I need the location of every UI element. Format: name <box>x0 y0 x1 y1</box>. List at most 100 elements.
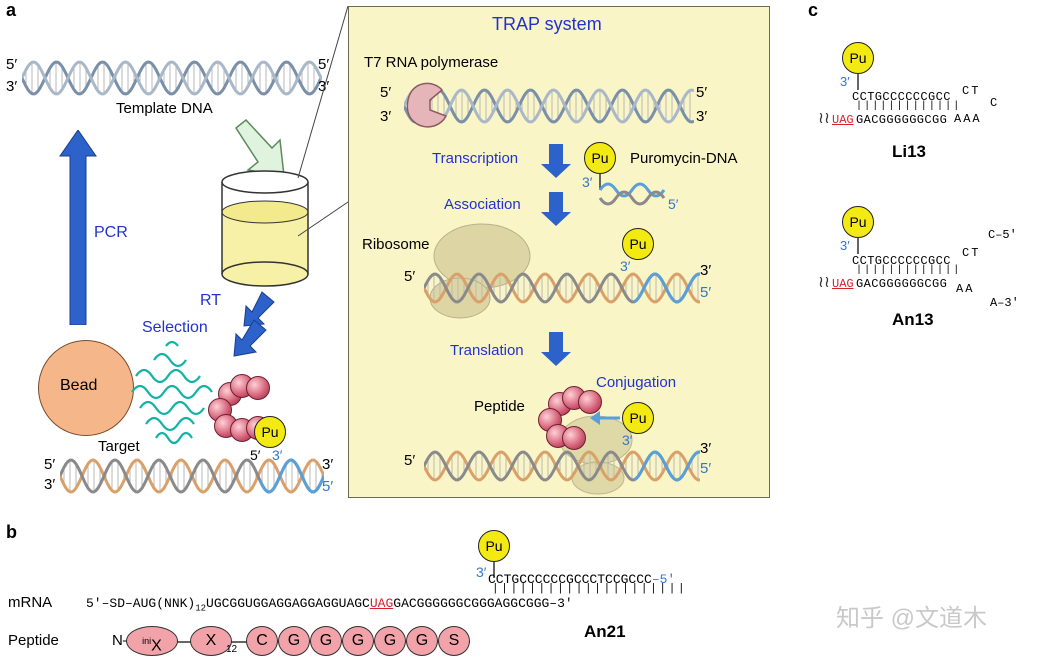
bead <box>38 340 134 436</box>
residue-x: X <box>190 626 232 656</box>
an21-name: An21 <box>584 622 626 641</box>
an21-3-prime: 3′ <box>476 564 487 580</box>
li13-bottom-seq: GACGGGGGGCGG <box>856 113 948 127</box>
mrna-mid: UGCGGUGGAGGAGGAGGUAGC <box>206 596 370 611</box>
li13-stem <box>857 74 859 90</box>
mrna-sequence: 5′–SD–AUG(NNK)12UGCGGUGGAGGAGGAGGUAGCUAG… <box>86 596 573 614</box>
residue-x-initial: iniX <box>126 626 178 656</box>
translation-label: Translation <box>450 342 524 359</box>
target-protein <box>131 340 213 445</box>
dna3-left-5: 5′ <box>404 452 416 469</box>
an13-bars: ||||||||||||| <box>856 265 962 276</box>
residue-g: G <box>374 626 406 656</box>
transcription-label: Transcription <box>432 150 519 167</box>
association-label: Association <box>444 196 521 213</box>
pu-5-prime: 5′ <box>250 447 261 463</box>
residue-g: G <box>310 626 342 656</box>
dna1-left-3: 3′ <box>380 108 392 125</box>
li13-break-icon: ≀≀ <box>818 110 830 127</box>
panel-letter-a: a <box>6 0 17 20</box>
an21-pu-badge: Pu <box>478 530 510 562</box>
bead-label: Bead <box>60 377 98 394</box>
an21-bars: ||||||||||||||||||||| <box>492 583 688 595</box>
target-label: Target <box>98 438 140 455</box>
selection-label: Selection <box>142 319 208 336</box>
li13-pu-badge: Pu <box>842 42 874 74</box>
an13-top-seq: CCTGCCCCCCGCC <box>852 254 951 268</box>
zoom-lines <box>297 6 349 237</box>
rt-label: RT <box>200 292 222 309</box>
dna3-right-5: 5′ <box>700 460 712 477</box>
repeat-subscript: 12 <box>226 644 238 655</box>
t7-polymerase-icon <box>406 82 448 128</box>
mrna-suffix: GACGGGGGGCGGGAGGCGGG–3′ <box>393 596 573 611</box>
bottom-dna-left-5: 5′ <box>44 456 56 473</box>
reaction-tube <box>221 170 309 287</box>
an13-tail-bottom-end: A–3′ <box>990 296 1019 310</box>
trap-peptide-bead <box>562 426 586 450</box>
green-arrow <box>235 118 285 177</box>
an13-bottom-seq: GACGGGGGGCGG <box>856 277 948 291</box>
dna2-pu-3: 3′ <box>620 258 631 274</box>
top-dna-left-5: 5′ <box>6 56 18 73</box>
pu-badge-3: Pu <box>622 402 654 434</box>
mrna-sub: 12 <box>195 603 207 614</box>
puromycin-badge: Pu <box>254 416 286 448</box>
dna2-right-5: 5′ <box>700 284 712 301</box>
residue-letter: X <box>151 637 162 655</box>
bottom-dna-helix <box>60 458 324 494</box>
li13-name: Li13 <box>892 142 927 161</box>
rt-arrows <box>233 291 275 357</box>
dna2-left-5: 5′ <box>404 268 416 285</box>
an21-top-seq-text: CCTGCCCCCCGCCCTCCGCCC <box>488 572 652 587</box>
peptide-row-label: Peptide <box>8 632 59 649</box>
dna1-right-3: 3′ <box>696 108 708 125</box>
conjugation-arrow <box>590 411 620 425</box>
an21-top-seq-end: –5′ <box>651 572 676 587</box>
association-arrow <box>541 192 571 226</box>
mrna-label: mRNA <box>8 594 53 611</box>
top-dna-right-5: 5′ <box>318 56 330 73</box>
peptide-bead <box>246 376 270 400</box>
dna1-left-5: 5′ <box>380 84 392 101</box>
dna3-right-3: 3′ <box>700 440 712 457</box>
panel-letter-b: b <box>6 522 17 542</box>
pu-badge-2: Pu <box>622 228 654 260</box>
watermark: 知乎 @文道木 <box>836 605 988 632</box>
transcription-arrow <box>541 144 571 178</box>
ini-superscript: ini <box>142 636 152 646</box>
li13-3-prime: 3′ <box>840 74 850 89</box>
li13-stop-codon: UAG <box>832 113 854 127</box>
t7-polymerase-label: T7 RNA polymerase <box>364 54 499 71</box>
residue-c: C <box>246 626 278 656</box>
an21-top-seq: CCTGCCCCCCGCCCTCCGCCC–5′ <box>488 572 675 587</box>
an13-tail-top-end: C–5′ <box>988 228 1017 242</box>
an13-break-icon: ≀≀ <box>818 274 830 291</box>
dna2-right-3: 3′ <box>700 262 712 279</box>
residue-g: G <box>278 626 310 656</box>
residue-g: G <box>342 626 374 656</box>
residue-g: G <box>406 626 438 656</box>
bottom-dna-left-3: 3′ <box>44 476 56 493</box>
trap-title: TRAP system <box>492 14 602 34</box>
mrna-stop-codon: UAG <box>369 596 394 611</box>
an13-tail-top: CT <box>962 246 981 260</box>
an13-stem <box>857 238 859 254</box>
an13-stop-codon: UAG <box>832 277 854 291</box>
template-dna-helix <box>22 60 322 96</box>
template-dna-label: Template DNA <box>116 100 213 117</box>
li13-bars: ||||||||||||| <box>856 101 962 112</box>
top-dna-left-3: 3′ <box>6 78 18 95</box>
pcr-arrow <box>59 130 97 325</box>
residue-s: S <box>438 626 470 656</box>
puromycin-dna-5: 5′ <box>668 196 679 212</box>
bottom-dna-right-5: 5′ <box>322 478 334 495</box>
conjugation-label: Conjugation <box>596 374 677 391</box>
li13-loop-bottom: AAA <box>954 112 982 126</box>
puromycin-dna-strand <box>598 174 666 206</box>
ribosome-label: Ribosome <box>362 236 430 253</box>
pcr-label: PCR <box>94 224 128 241</box>
mrna-helix-3 <box>424 450 700 482</box>
mrna-prefix: 5′–SD–AUG(NNK) <box>86 596 196 611</box>
li13-loop-top: CT <box>962 84 981 98</box>
